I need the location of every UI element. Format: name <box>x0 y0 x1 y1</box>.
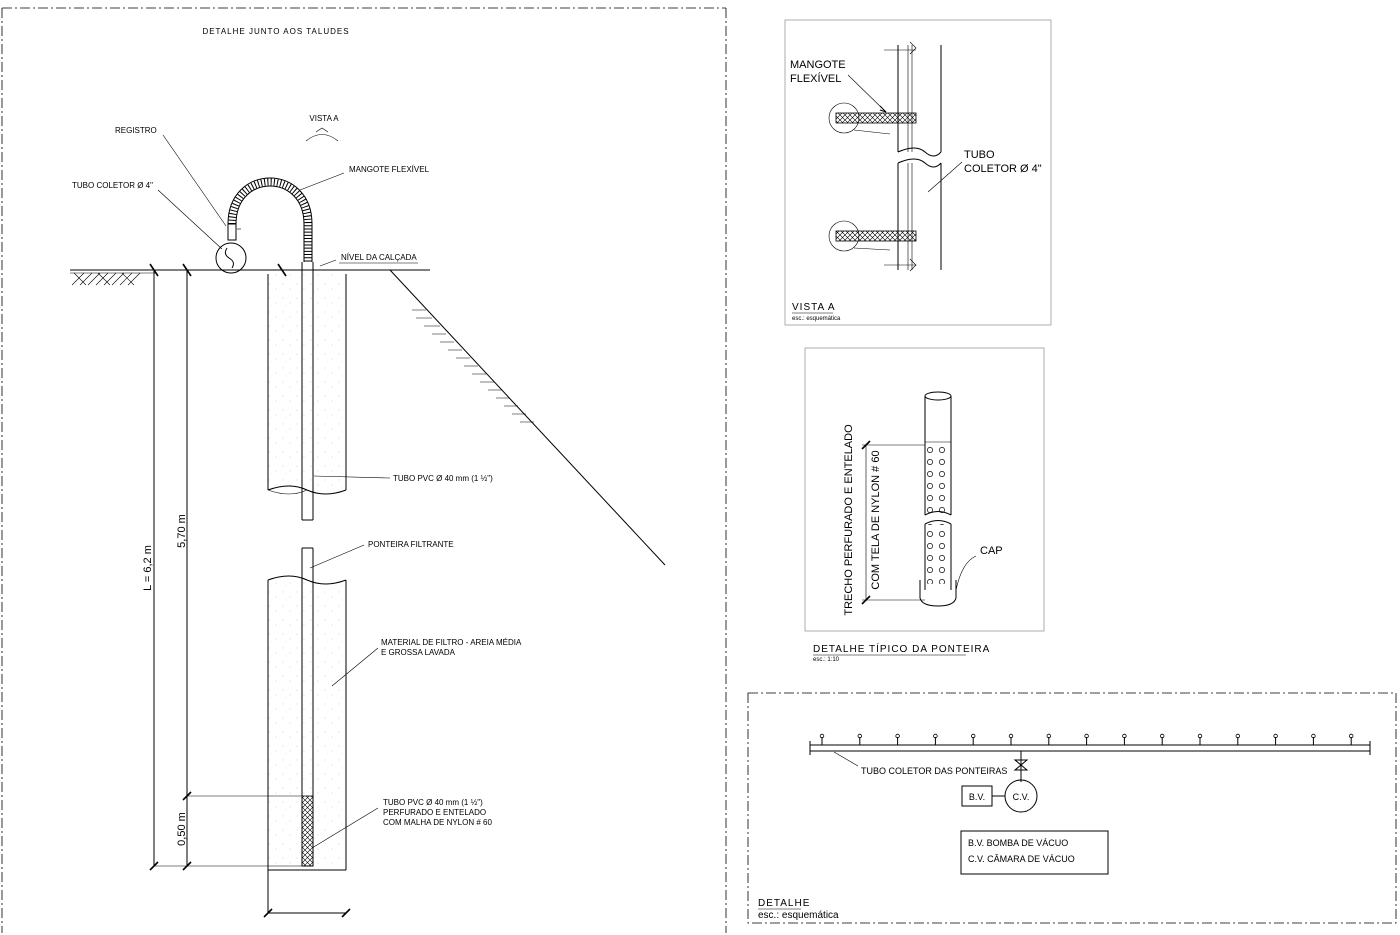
ponteira-head <box>1348 733 1354 739</box>
cap-shape <box>919 580 957 607</box>
dim-050: 0,50 m <box>176 812 188 846</box>
tubo-perfurado-line3: COM MALHA DE NYLON # 60 <box>383 818 492 827</box>
ponteira-head <box>933 733 938 739</box>
bv-label: B.V. <box>969 792 985 802</box>
slope-line <box>389 269 666 566</box>
ponteira-detail: TRECHO PERFURADO E ENTELADO COM TELA DE … <box>804 347 1045 663</box>
ponteira-label: PONTEIRA FILTRANTE <box>368 540 454 549</box>
tubo-perfurado-line1: TUBO PVC Ø 40 mm (1 ½") <box>383 798 483 807</box>
ponteira-title: DETALHE TÍPICO DA PONTEIRA <box>813 642 990 655</box>
ponteira-head <box>895 733 900 739</box>
ponteira-head <box>857 733 862 739</box>
material-filtro-line2: E GROSSA LAVADA <box>381 648 456 657</box>
schema-title: DETALHE <box>758 898 810 909</box>
tubo-coletor-ponteiras-label: TUBO COLETOR DAS PONTEIRAS <box>861 766 1007 776</box>
schema-detail: C.V. B.V. TUBO COLETOR DAS PONTEIRAS B.V… <box>747 692 1397 924</box>
vista-a-detail: MANGOTE FLEXÍVEL TUBO COLETOR Ø 4" VISTA… <box>784 19 1052 326</box>
ponteira-head <box>1311 733 1316 739</box>
slope-hatch <box>412 309 534 423</box>
vista-tubo-line2: COLETOR Ø 4" <box>964 163 1042 175</box>
perforated-section <box>301 795 314 867</box>
tubo-coletor-label: TUBO COLETOR Ø 4" <box>72 181 153 190</box>
tubo-perfurado-line2: PERFURADO E ENTELADO <box>383 808 486 817</box>
ponteiras-row <box>819 733 1354 745</box>
nivel-calcada-label: NÍVEL DA CALÇADA <box>341 253 417 262</box>
vista-a-label: VISTA A <box>309 114 339 123</box>
dim-570: 5,70 m <box>176 514 188 548</box>
dim-l: L = 6,2 m <box>142 545 154 591</box>
ponteira-head <box>819 733 825 739</box>
ponteira-head <box>1084 733 1089 739</box>
ponteira-scale: esc.: 1:10 <box>813 657 840 663</box>
legend-box <box>960 830 1109 875</box>
ponteira-head <box>971 733 976 739</box>
material-filtro-line1: MATERIAL DE FILTRO - AREIA MÉDIA <box>381 638 522 647</box>
mangote-label: MANGOTE FLEXÍVEL <box>349 165 430 174</box>
valve-icon <box>227 223 237 241</box>
tubo-pvc-label: TUBO PVC Ø 40 mm (1 ½") <box>393 474 493 483</box>
ground-hatch <box>71 272 141 286</box>
valve-icon <box>1013 759 1029 771</box>
vista-a-arrow-icon <box>305 134 339 142</box>
collector-pipe-section <box>215 242 247 274</box>
vista-tubo-line1: TUBO <box>964 149 995 161</box>
ponteira-vertical-1: TRECHO PERFURADO E ENTELADO <box>843 424 855 616</box>
vista-mangote-line2: FLEXÍVEL <box>790 72 841 85</box>
legend-cv: C.V. CÂMARA DE VÁCUO <box>968 854 1075 864</box>
vista-a-scale: esc.: esquemática <box>792 316 841 322</box>
vista-a-title: VISTA A <box>792 302 836 313</box>
ponteira-vertical-2: COM TELA DE NYLON # 60 <box>870 450 882 589</box>
cap-label: CAP <box>980 545 1003 557</box>
main-detail: DETALHE JUNTO AOS TALUDES VISTA A <box>1 7 727 933</box>
flexible-hose <box>228 178 312 262</box>
registro-label: REGISTRO <box>115 126 157 135</box>
legend-bv: B.V. BOMBA DE VÁCUO <box>968 838 1068 848</box>
ponteira-head <box>1235 733 1240 739</box>
main-detail-title: DETALHE JUNTO AOS TALUDES <box>202 27 349 36</box>
ponteira-head <box>1122 733 1127 739</box>
cv-label: C.V. <box>1013 792 1030 802</box>
ponteira-head <box>1046 733 1051 739</box>
ponteira-head <box>1159 733 1165 739</box>
ponteira-head <box>1008 733 1014 739</box>
vista-mangote-line1: MANGOTE <box>790 59 846 71</box>
ponteira-head <box>1273 733 1278 739</box>
ponteira-head <box>1197 733 1203 739</box>
schema-scale: esc.: esquemática <box>758 910 839 921</box>
